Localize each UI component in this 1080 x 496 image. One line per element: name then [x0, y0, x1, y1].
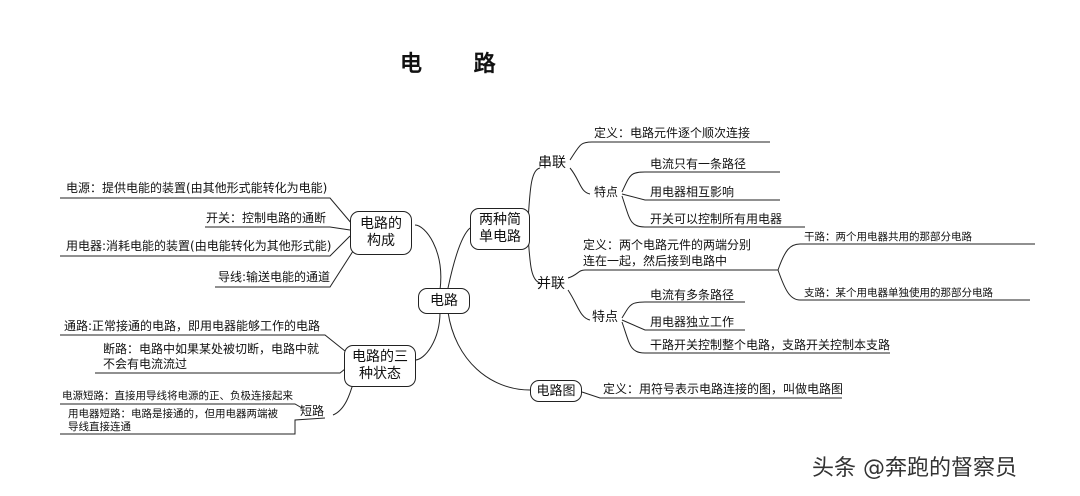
series-label: 串联	[538, 155, 566, 171]
series-feature-1: 电流只有一条路径	[650, 157, 747, 171]
state-short-label: 短路	[300, 404, 325, 418]
states-label-line2: 种状态	[359, 366, 401, 382]
simple-label-line1: 两种简	[479, 212, 521, 228]
composition-item-switch: 开关：控制电路的通断	[206, 211, 327, 225]
short-source: 电源短路：直接用导线将电源的正、负极连接起来	[62, 390, 293, 402]
root-label: 电路	[430, 292, 458, 309]
states-node[interactable]: 电路的三 种状态	[344, 345, 416, 387]
parallel-definition-line2: 连在一起，然后接到电路中	[583, 254, 728, 268]
series-definition: 定义：电路元件逐个顺次连接	[594, 126, 751, 140]
parallel-trunk: 干路：两个用电器共用的那部分电路	[804, 231, 972, 243]
simple-label-line2: 单电路	[479, 229, 521, 245]
state-closed-circuit: 通路:正常接通的电路，即用电器能够工作的电路	[64, 319, 321, 333]
simple-circuits-node[interactable]: 两种简 单电路	[470, 208, 530, 250]
watermark: 头条 @奔跑的督察员	[812, 456, 1017, 481]
circuit-diagram-label: 电路图	[536, 383, 576, 399]
parallel-definition-line1: 定义：两个电路元件的两端分别	[583, 238, 752, 252]
state-open-circuit-line1: 断路：电路中如果某处被切断，电路中就	[103, 342, 320, 356]
states-label-line1: 电路的三	[352, 349, 408, 365]
series-feature-3: 开关可以控制所有用电器	[650, 212, 783, 226]
composition-item-power: 电源：提供电能的装置(由其他形式能转化为电能)	[66, 181, 328, 195]
series-features-label: 特点	[594, 185, 619, 199]
parallel-feature-1: 电流有多条路径	[650, 288, 735, 302]
composition-label-line1: 电路的	[360, 216, 402, 232]
series-feature-2: 用电器相互影响	[650, 185, 735, 199]
parallel-features-label: 特点	[592, 310, 619, 325]
circuit-diagram-definition: 定义：用符号表示电路连接的图，叫做电路图	[603, 382, 844, 396]
circuit-diagram-node[interactable]: 电路图	[530, 380, 582, 402]
parallel-label: 并联	[537, 276, 565, 292]
page-title: 电 路	[400, 51, 518, 77]
parallel-feature-3: 干路开关控制整个电路，支路开关控制本支路	[650, 338, 891, 352]
parallel-branch: 支路：某个用电器单独使用的那部分电路	[804, 287, 993, 299]
composition-item-wire: 导线:输送电能的通道	[218, 270, 331, 284]
root-node[interactable]: 电路	[418, 288, 470, 314]
composition-item-device: 用电器:消耗电能的装置(由电能转化为其他形式能)	[66, 239, 332, 253]
parallel-feature-2: 用电器独立工作	[650, 315, 735, 329]
composition-label-line2: 构成	[367, 233, 395, 249]
state-open-circuit-line2: 不会有电流流过	[103, 357, 188, 371]
short-device-line1: 用电器短路：电路是接通的，但用电器两端被	[68, 408, 278, 420]
composition-node[interactable]: 电路的 构成	[350, 211, 412, 255]
short-device-line2: 导线直接连通	[68, 421, 131, 433]
